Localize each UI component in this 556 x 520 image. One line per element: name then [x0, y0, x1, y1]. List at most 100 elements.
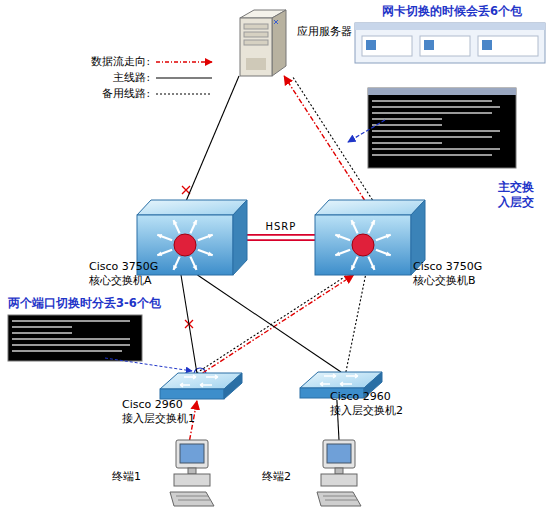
screenshot-icon [482, 40, 492, 50]
console-lines [372, 100, 500, 156]
screenshot-icon [424, 40, 434, 50]
art-rect [180, 444, 204, 463]
legend-main-sample [156, 77, 212, 78]
art-polygon [170, 492, 214, 506]
art-path [180, 375, 218, 387]
art-line [198, 235, 213, 241]
art-rect [321, 474, 357, 486]
link-line [181, 275, 197, 373]
link-connector [284, 76, 372, 200]
access-node: Cisco 2960 接入层交换机1 [160, 373, 242, 401]
art-rect [372, 136, 492, 138]
art-path [274, 20, 278, 24]
terminal-icon [315, 440, 363, 510]
backup-line [197, 275, 348, 373]
art-rect [188, 468, 196, 474]
art-line [190, 257, 196, 270]
art-rect [174, 474, 210, 486]
link-line [198, 275, 342, 372]
art-polygon [272, 10, 286, 76]
art-rect [372, 100, 492, 102]
access-node: Cisco 2960 接入层交换机2 [300, 372, 382, 400]
art-line [157, 235, 172, 241]
link-connector [247, 237, 315, 238]
art-rect [372, 112, 492, 114]
art-circle [174, 234, 196, 256]
terminal-icon [168, 440, 216, 510]
node-label: 终端1 [112, 470, 152, 484]
screenshot-icon [366, 40, 376, 50]
art-polygon [208, 234, 213, 238]
pc-node: 终端1 [168, 440, 216, 510]
art-polygon [315, 200, 425, 215]
art-rect [315, 215, 411, 275]
art-polygon [335, 234, 340, 238]
art-line [335, 250, 350, 256]
annotation-text: 网卡切换的时候会丢6个包 [382, 4, 552, 19]
art-polygon [335, 252, 340, 256]
art-rect [335, 468, 343, 474]
art-rect [12, 344, 130, 346]
art-rect [244, 24, 268, 29]
art-line [368, 257, 374, 270]
link-line [187, 76, 240, 200]
art-rect [372, 118, 442, 120]
screenshot-panel [362, 36, 412, 56]
art-polygon [173, 220, 177, 225]
server-node: 应用服务器 [232, 8, 290, 76]
art-rect [12, 350, 122, 352]
art-polygon [137, 200, 247, 215]
art-rect [372, 124, 442, 126]
art-rect [12, 326, 72, 328]
screenshot-titlebar [355, 23, 545, 30]
art-rect [246, 58, 266, 70]
node-label: Cisco 2960 接入层交换机2 [330, 390, 414, 418]
art-rect [240, 18, 272, 76]
edge-label: HSRP [266, 221, 297, 232]
art-polygon [351, 265, 355, 270]
node-label: Cisco 3750G 核心交换机A [89, 260, 163, 288]
art-polygon [173, 265, 177, 270]
screenshot-window [355, 23, 545, 63]
art-rect [372, 154, 492, 156]
link-connector [346, 275, 366, 372]
art-rect [372, 148, 500, 150]
console-lines [12, 320, 130, 352]
annotation-text: 两个端口切换时分丢3-6个包 [8, 296, 178, 311]
art-polygon [371, 220, 375, 225]
node-label: Cisco 3750G 核心交换机B [413, 260, 493, 288]
node-label: 应用服务器 [297, 25, 377, 39]
art-line [198, 250, 213, 256]
art-polygon [193, 220, 197, 225]
screenshot-console [8, 315, 142, 361]
art-line [368, 220, 374, 233]
art-polygon [386, 234, 391, 238]
leader-arrow [348, 120, 385, 142]
art-path [176, 496, 210, 500]
art-rect [372, 130, 500, 132]
art-line [157, 250, 172, 256]
legend-text: 数据流走向: [80, 55, 150, 69]
art-polygon [386, 252, 391, 256]
hsrp-outer [247, 234, 315, 241]
art-line [352, 257, 358, 270]
art-rect [244, 32, 268, 37]
leader-arrow [105, 358, 192, 371]
art-circle [352, 234, 374, 256]
art-line [335, 235, 350, 241]
hsrp-inner [247, 236, 315, 240]
art-rect [372, 106, 500, 108]
art-rect [12, 320, 130, 322]
art-rect [160, 389, 224, 399]
art-rect [12, 338, 130, 340]
legend-backup-sample [156, 93, 212, 94]
art-polygon [157, 252, 162, 256]
server-icon [232, 8, 290, 76]
legend-flow-sample [156, 61, 212, 62]
art-path [320, 374, 358, 386]
art-rect [176, 440, 208, 468]
flow-line [284, 76, 364, 200]
flow-line [203, 275, 354, 373]
art-line [376, 235, 391, 241]
